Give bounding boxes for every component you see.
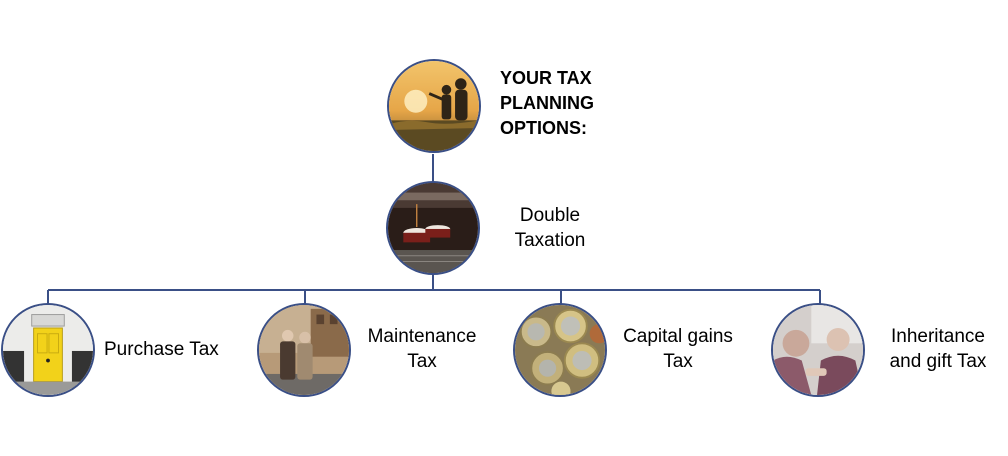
child-4-label-line-1: Inheritance: [890, 326, 985, 347]
child-4-label-line-2: and gift Tax: [889, 351, 987, 372]
child-4-label: Inheritance and gift Tax: [880, 324, 996, 374]
child-1-label: Purchase Tax: [104, 337, 219, 362]
family-sunset-photo: [387, 59, 481, 153]
couple-walking-photo: [257, 303, 351, 397]
euro-coins-photo: [513, 303, 607, 397]
espresso-machine-photo: [386, 181, 480, 275]
child-3-label: Capital gains Tax: [617, 324, 739, 374]
elderly-people-photo: [771, 303, 865, 397]
middle-label-line-1: Double: [519, 205, 581, 226]
child-3-label-line-2: Tax: [663, 351, 693, 372]
child-1-label-line-1: Purchase Tax: [104, 339, 219, 360]
child-2-label-line-2: Tax: [407, 351, 437, 372]
child-2-label: Maintenance Tax: [361, 324, 483, 374]
root-title-line-2: PLANNING: [500, 93, 594, 113]
yellow-door-photo: [1, 303, 95, 397]
child-3-label-line-1: Capital gains: [623, 326, 733, 347]
middle-label-line-2: Taxation: [514, 230, 586, 251]
root-title-line-3: OPTIONS:: [500, 118, 588, 138]
root-title: YOUR TAX PLANNING OPTIONS:: [500, 66, 594, 141]
child-2-label-line-1: Maintenance: [367, 326, 477, 347]
middle-label: Double Taxation: [510, 203, 590, 253]
root-title-line-1: YOUR TAX: [500, 68, 592, 88]
